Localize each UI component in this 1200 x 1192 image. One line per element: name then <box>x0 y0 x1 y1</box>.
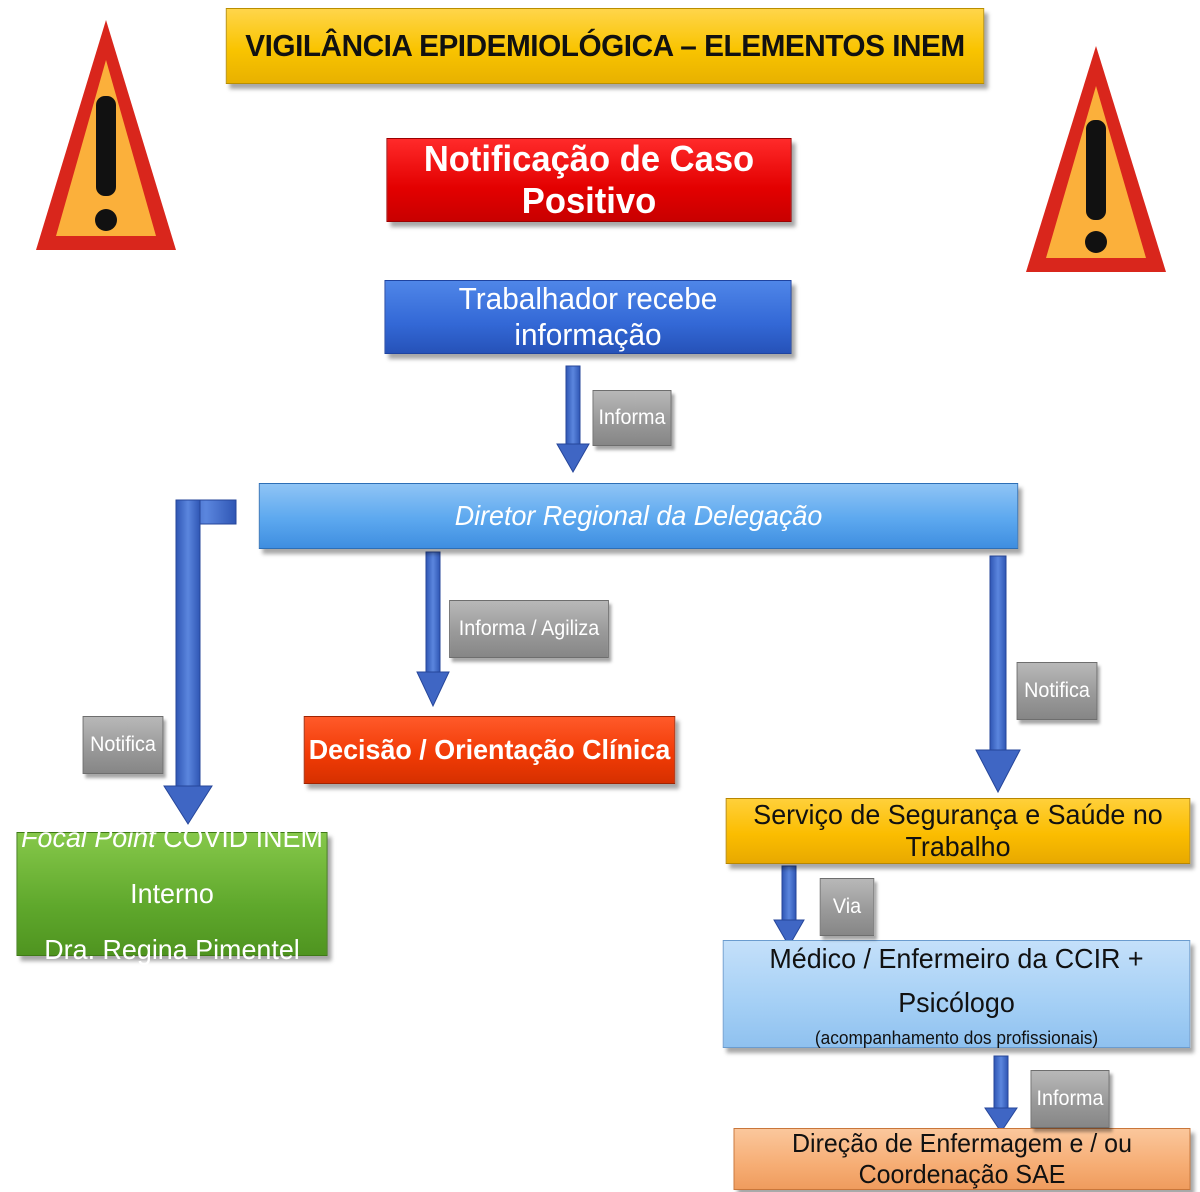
edge-label-informa-agiliza: Informa / Agiliza <box>449 600 609 658</box>
node-worker-label: Trabalhador recebe informação <box>458 281 718 352</box>
node-ccir-sub: (acompanhamento dos profissionais) <box>814 1028 1099 1048</box>
node-ccir: Médico / Enfermeiro da CCIR + Psicólogo … <box>722 940 1191 1048</box>
node-ccir-main: Médico / Enfermeiro da CCIR + Psicólogo <box>769 943 1144 1018</box>
node-director: Diretor Regional da Delegação <box>258 483 1019 549</box>
node-worker: Trabalhador recebe informação <box>384 280 792 354</box>
node-focal-line2: Dra. Regina Pimentel <box>44 934 300 965</box>
arrow-director-to-decision <box>416 551 450 708</box>
arrow-director-to-sst <box>975 555 1021 794</box>
node-focal-line1: Focal Point COVID INEM Interno <box>17 810 326 922</box>
edge-label-informa: Informa <box>592 390 672 446</box>
alert-header-text: Notificação de Caso Positivo <box>423 138 755 221</box>
warning-triangle-icon <box>1026 46 1166 272</box>
node-sst-label: Serviço de Segurança e Saúde no Trabalho <box>753 799 1163 862</box>
node-decision-label: Decisão / Orientação Clínica <box>308 734 671 765</box>
arrow-worker-to-director <box>556 365 590 474</box>
node-focal-line1-rest: COVID INEM Interno <box>130 822 323 909</box>
edge-label-informa-direcao: Informa <box>1030 1070 1110 1128</box>
node-decision: Decisão / Orientação Clínica <box>303 716 676 784</box>
node-director-label: Diretor Regional da Delegação <box>454 500 823 531</box>
arrow-sst-to-ccir <box>773 865 805 948</box>
page-title: VIGILÂNCIA EPIDEMIOLÓGICA – ELEMENTOS IN… <box>225 8 985 84</box>
edge-label-notifica-focal: Notifica <box>82 716 164 774</box>
node-direcao-label: Direção de Enfermagem e / ou Coordenação… <box>792 1128 1132 1189</box>
page-title-text: VIGILÂNCIA EPIDEMIOLÓGICA – ELEMENTOS IN… <box>245 28 965 63</box>
node-direcao: Direção de Enfermagem e / ou Coordenação… <box>733 1128 1191 1190</box>
alert-header: Notificação de Caso Positivo <box>386 138 792 222</box>
node-focal-point: Focal Point COVID INEM Interno Dra. Regi… <box>16 822 328 965</box>
edge-label-notifica-sst: Notifica <box>1016 662 1098 720</box>
node-focal-line1-italic: Focal Point <box>21 822 156 853</box>
node-sst: Serviço de Segurança e Saúde no Trabalho <box>725 798 1191 864</box>
warning-triangle-icon <box>36 20 176 250</box>
arrow-director-to-focal <box>163 499 237 825</box>
edge-label-via: Via <box>819 878 875 936</box>
arrow-ccir-to-direcao <box>984 1055 1018 1133</box>
